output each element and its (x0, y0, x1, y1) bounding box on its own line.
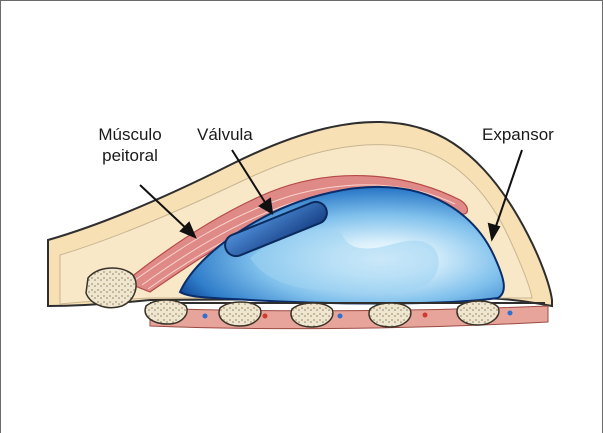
label-musculo-peitoral: Músculo peitoral (90, 124, 170, 166)
label-musculo-line1: Músculo (90, 124, 170, 145)
rib-5 (369, 303, 411, 327)
rib-4 (291, 303, 333, 327)
label-musculo-line2: peitoral (90, 145, 170, 166)
label-valvula: Válvula (197, 124, 253, 145)
label-expansor: Expansor (482, 124, 554, 145)
rib-2 (145, 300, 187, 324)
rib-3 (219, 302, 261, 326)
rib-6 (457, 301, 499, 325)
rib-1 (86, 268, 136, 308)
